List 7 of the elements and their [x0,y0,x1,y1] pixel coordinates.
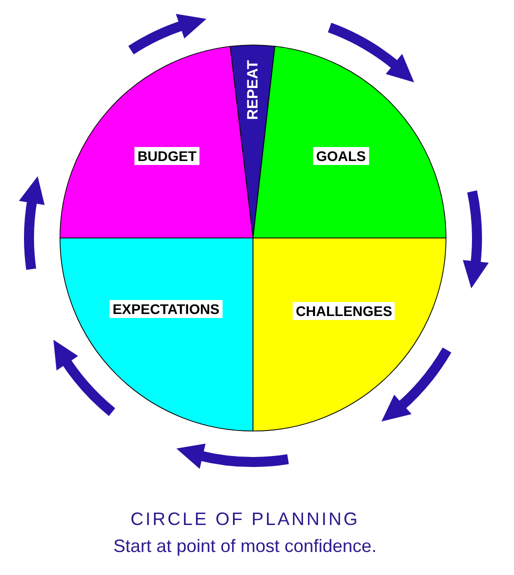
diagram-title: CIRCLE OF PLANNING [129,509,361,530]
segment-label: CHALLENGES [292,302,396,320]
diagram-caption: Start at point of most confidence. [112,536,378,557]
segment-label: REPEAT [244,60,262,120]
segment-label: GOALS [313,147,369,165]
segment-label: BUDGET [134,147,200,165]
segment-label: EXPECTATIONS [110,300,222,318]
